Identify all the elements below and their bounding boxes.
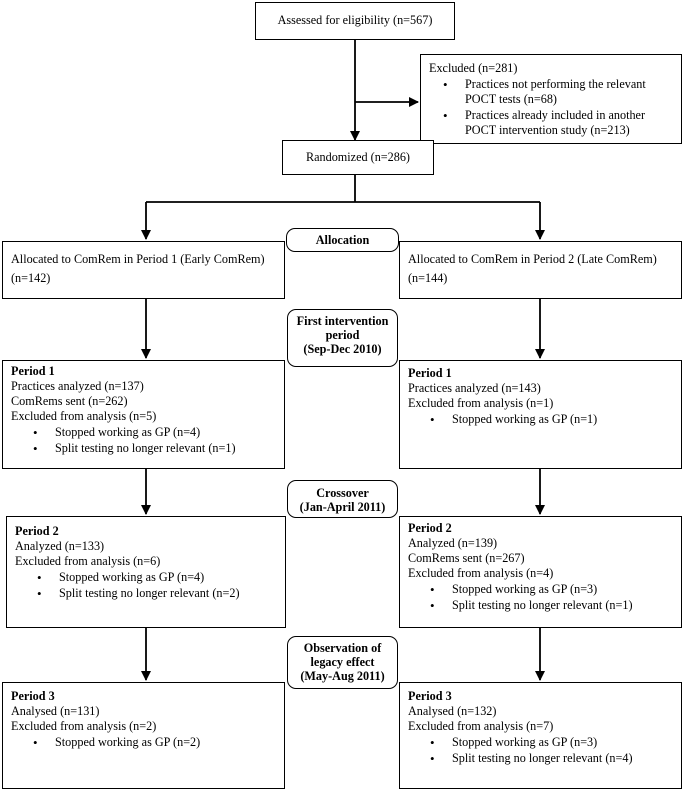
right-p2-line: ComRems sent (n=267) [408,551,525,565]
right-period1-box: Period 1 Practices analyzed (n=143) Excl… [399,360,682,469]
phase-crossover: Crossover (Jan-April 2011) [287,480,398,518]
left-period2-box: Period 2 Analyzed (n=133) Excluded from … [6,516,286,628]
randomized-text: Randomized (n=286) [305,150,410,164]
phase-first-line-1: First intervention [296,314,389,328]
left-p1-line: Excluded from analysis (n=5) [11,409,157,423]
left-p1-line: Practices analyzed (n=137) [11,379,144,393]
right-p2-item: Split testing no longer relevant (n=1) [430,598,673,613]
phase-legacy-line-2: legacy effect [310,655,375,669]
right-allocated-text: Allocated to ComRem in Period 2 (Late Co… [408,252,657,266]
right-allocated-n: (n=144) [408,271,448,285]
phase-allocation: Allocation [286,228,399,252]
right-p1-line: Practices analyzed (n=143) [408,381,541,395]
phase-first-line-3: (Sep-Dec 2010) [303,342,382,356]
randomized-box: Randomized (n=286) [282,140,434,175]
right-p2-line: Excluded from analysis (n=4) [408,566,554,580]
phase-legacy-line-3: (May-Aug 2011) [300,669,385,683]
phase-crossover-line-2: (Jan-April 2011) [299,500,386,514]
excluded-title: Excluded (n=281) [429,61,518,75]
right-p2-line: Analyzed (n=139) [408,536,498,550]
left-p1-title: Period 1 [11,364,55,378]
eligibility-text: Assessed for eligibility (n=567) [277,13,433,27]
left-period3-box: Period 3 Analysed (n=131) Excluded from … [2,682,285,789]
left-p1-item: Stopped working as GP (n=4) [33,425,276,440]
left-allocated-text: Allocated to ComRem in Period 1 (Early C… [11,252,265,266]
right-period3-box: Period 3 Analysed (n=132) Excluded from … [399,682,682,789]
right-p3-title: Period 3 [408,689,452,703]
right-p2-title: Period 2 [408,521,452,535]
left-p3-item: Stopped working as GP (n=2) [33,735,276,750]
left-p1-item: Split testing no longer relevant (n=1) [33,441,276,456]
right-p1-line: Excluded from analysis (n=1) [408,396,554,410]
left-p2-item: Split testing no longer relevant (n=2) [37,586,277,601]
phase-allocation-label: Allocation [315,233,370,247]
left-p2-item: Stopped working as GP (n=4) [37,570,277,585]
right-p1-title: Period 1 [408,366,452,380]
phase-first-line-2: period [325,328,360,342]
left-allocated-box: Allocated to ComRem in Period 1 (Early C… [2,241,285,299]
right-period2-box: Period 2 Analyzed (n=139) ComRems sent (… [399,516,682,628]
phase-legacy: Observation of legacy effect (May-Aug 20… [287,636,398,689]
left-p2-line: Analyzed (n=133) [15,539,105,553]
left-allocated-n: (n=142) [11,271,51,285]
phase-legacy-line-1: Observation of [303,641,382,655]
right-p3-item: Stopped working as GP (n=3) [430,735,673,750]
right-p2-item: Stopped working as GP (n=3) [430,582,673,597]
left-p3-line: Analysed (n=131) [11,704,100,718]
right-p3-line: Analysed (n=132) [408,704,497,718]
left-p2-title: Period 2 [15,524,59,538]
right-p3-item: Split testing no longer relevant (n=4) [430,751,673,766]
excluded-box: Excluded (n=281) Practices not performin… [420,54,682,144]
eligibility-box: Assessed for eligibility (n=567) [255,2,455,40]
excluded-item: Practices already included in another PO… [443,108,673,138]
excluded-item: Practices not performing the relevant PO… [443,77,673,107]
left-p1-line: ComRems sent (n=262) [11,394,128,408]
right-p3-line: Excluded from analysis (n=7) [408,719,554,733]
right-p1-item: Stopped working as GP (n=1) [430,412,673,427]
phase-crossover-line-1: Crossover [316,486,369,500]
left-p3-line: Excluded from analysis (n=2) [11,719,157,733]
left-period1-box: Period 1 Practices analyzed (n=137) ComR… [2,360,285,469]
left-p2-line: Excluded from analysis (n=6) [15,554,161,568]
phase-first-intervention: First intervention period (Sep-Dec 2010) [287,309,398,367]
left-p3-title: Period 3 [11,689,55,703]
right-allocated-box: Allocated to ComRem in Period 2 (Late Co… [399,241,682,299]
